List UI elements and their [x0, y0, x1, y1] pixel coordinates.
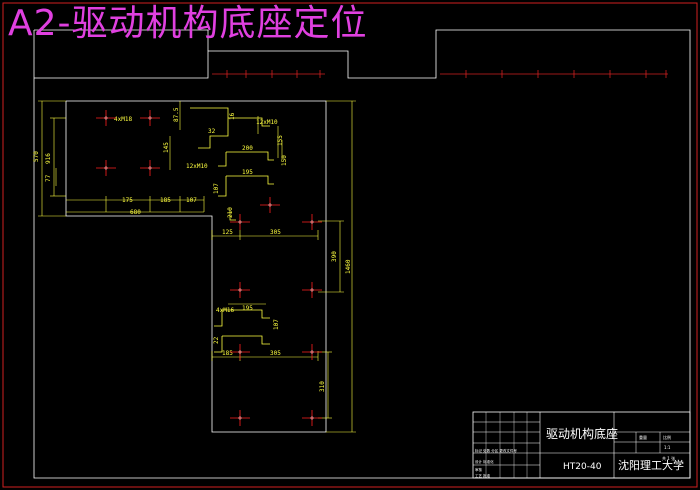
title-block-school: 沈阳理工大学 [618, 458, 684, 472]
title-block-material: HT20-40 [563, 462, 602, 472]
dim-16: 16 [229, 112, 236, 120]
hole-center-mark [230, 410, 250, 426]
dim-200: 200 [242, 145, 253, 152]
dim-125: 125 [222, 229, 233, 236]
hole-center-marks [96, 110, 322, 426]
hole-center-mark [230, 282, 250, 298]
title-block-row-3: 审核 [475, 467, 483, 472]
hole-center-mark [140, 160, 160, 176]
dim-305-b: 305 [270, 350, 281, 357]
dim-150: 150 [281, 155, 288, 166]
dim-22: 22 [213, 336, 220, 344]
dim-107-a: 107 [186, 197, 197, 204]
title-block-sheet: 共 1 张 [662, 455, 675, 461]
dim-310: 310 [319, 381, 326, 392]
title-block-weight: 重量 [639, 434, 647, 440]
title-block-scale: 1:1 [664, 445, 671, 450]
dim-185: 185 [160, 197, 171, 204]
dim-12m10-b: 12xM10 [256, 119, 278, 126]
hole-center-mark [230, 214, 250, 230]
dim-210: 210 [227, 207, 234, 218]
title-block-row-2: 设计 标准化 [475, 459, 494, 464]
dimension-lines [38, 100, 356, 433]
hole-center-mark [96, 110, 116, 126]
hole-center-mark [302, 344, 322, 360]
dim-77: 77 [45, 174, 52, 182]
hole-center-mark [140, 110, 160, 126]
dim-185-b: 185 [222, 350, 233, 357]
dim-1460: 1460 [345, 259, 352, 274]
dim-305-a: 305 [270, 229, 281, 236]
title-block-row-1: 标记 处数 分区 更改文件号 [475, 448, 517, 453]
dim-390: 390 [331, 251, 338, 262]
hole-center-mark [260, 197, 280, 213]
dim-4m16: 4xM16 [216, 307, 234, 314]
dim-4m18: 4xM18 [114, 116, 132, 123]
title-block: 驱动机构底座 HT20-40 沈阳理工大学 重量 比例 1:1 共 1 张 标记… [472, 411, 691, 479]
slot-profiles [190, 107, 274, 353]
dim-32: 32 [208, 128, 216, 135]
title-block-row-4: 工艺 批准 [475, 473, 491, 478]
dim-175: 175 [122, 197, 133, 204]
dim-145: 145 [163, 142, 170, 153]
title-block-part-name: 驱动机构底座 [546, 426, 618, 441]
hole-center-mark [302, 282, 322, 298]
dim-916: 916 [45, 153, 52, 164]
sheet-title: A2-驱动机构底座定位 [8, 3, 368, 44]
hole-center-mark [302, 410, 322, 426]
dim-195-b: 195 [242, 305, 253, 312]
hole-center-mark [96, 160, 116, 176]
zone-ticks [212, 70, 668, 78]
hole-center-mark [230, 344, 250, 360]
dim-195-a: 195 [242, 169, 253, 176]
hole-center-mark [302, 214, 322, 230]
dim-107-c: 107 [273, 319, 280, 330]
dim-12m10-a: 12xM10 [186, 163, 208, 170]
dim-680: 680 [130, 209, 141, 216]
dim-107-b: 107 [213, 183, 220, 194]
dim-87-5: 87.5 [173, 107, 180, 122]
base-outline [65, 100, 327, 433]
dimension-labels: 570 916 77 87.5 4xM18 145 12xM10 175 185… [33, 107, 352, 392]
dim-570: 570 [33, 151, 40, 162]
dim-155: 155 [277, 135, 284, 146]
inner-border [33, 29, 691, 479]
title-block-scale-label: 比例 [663, 434, 671, 440]
